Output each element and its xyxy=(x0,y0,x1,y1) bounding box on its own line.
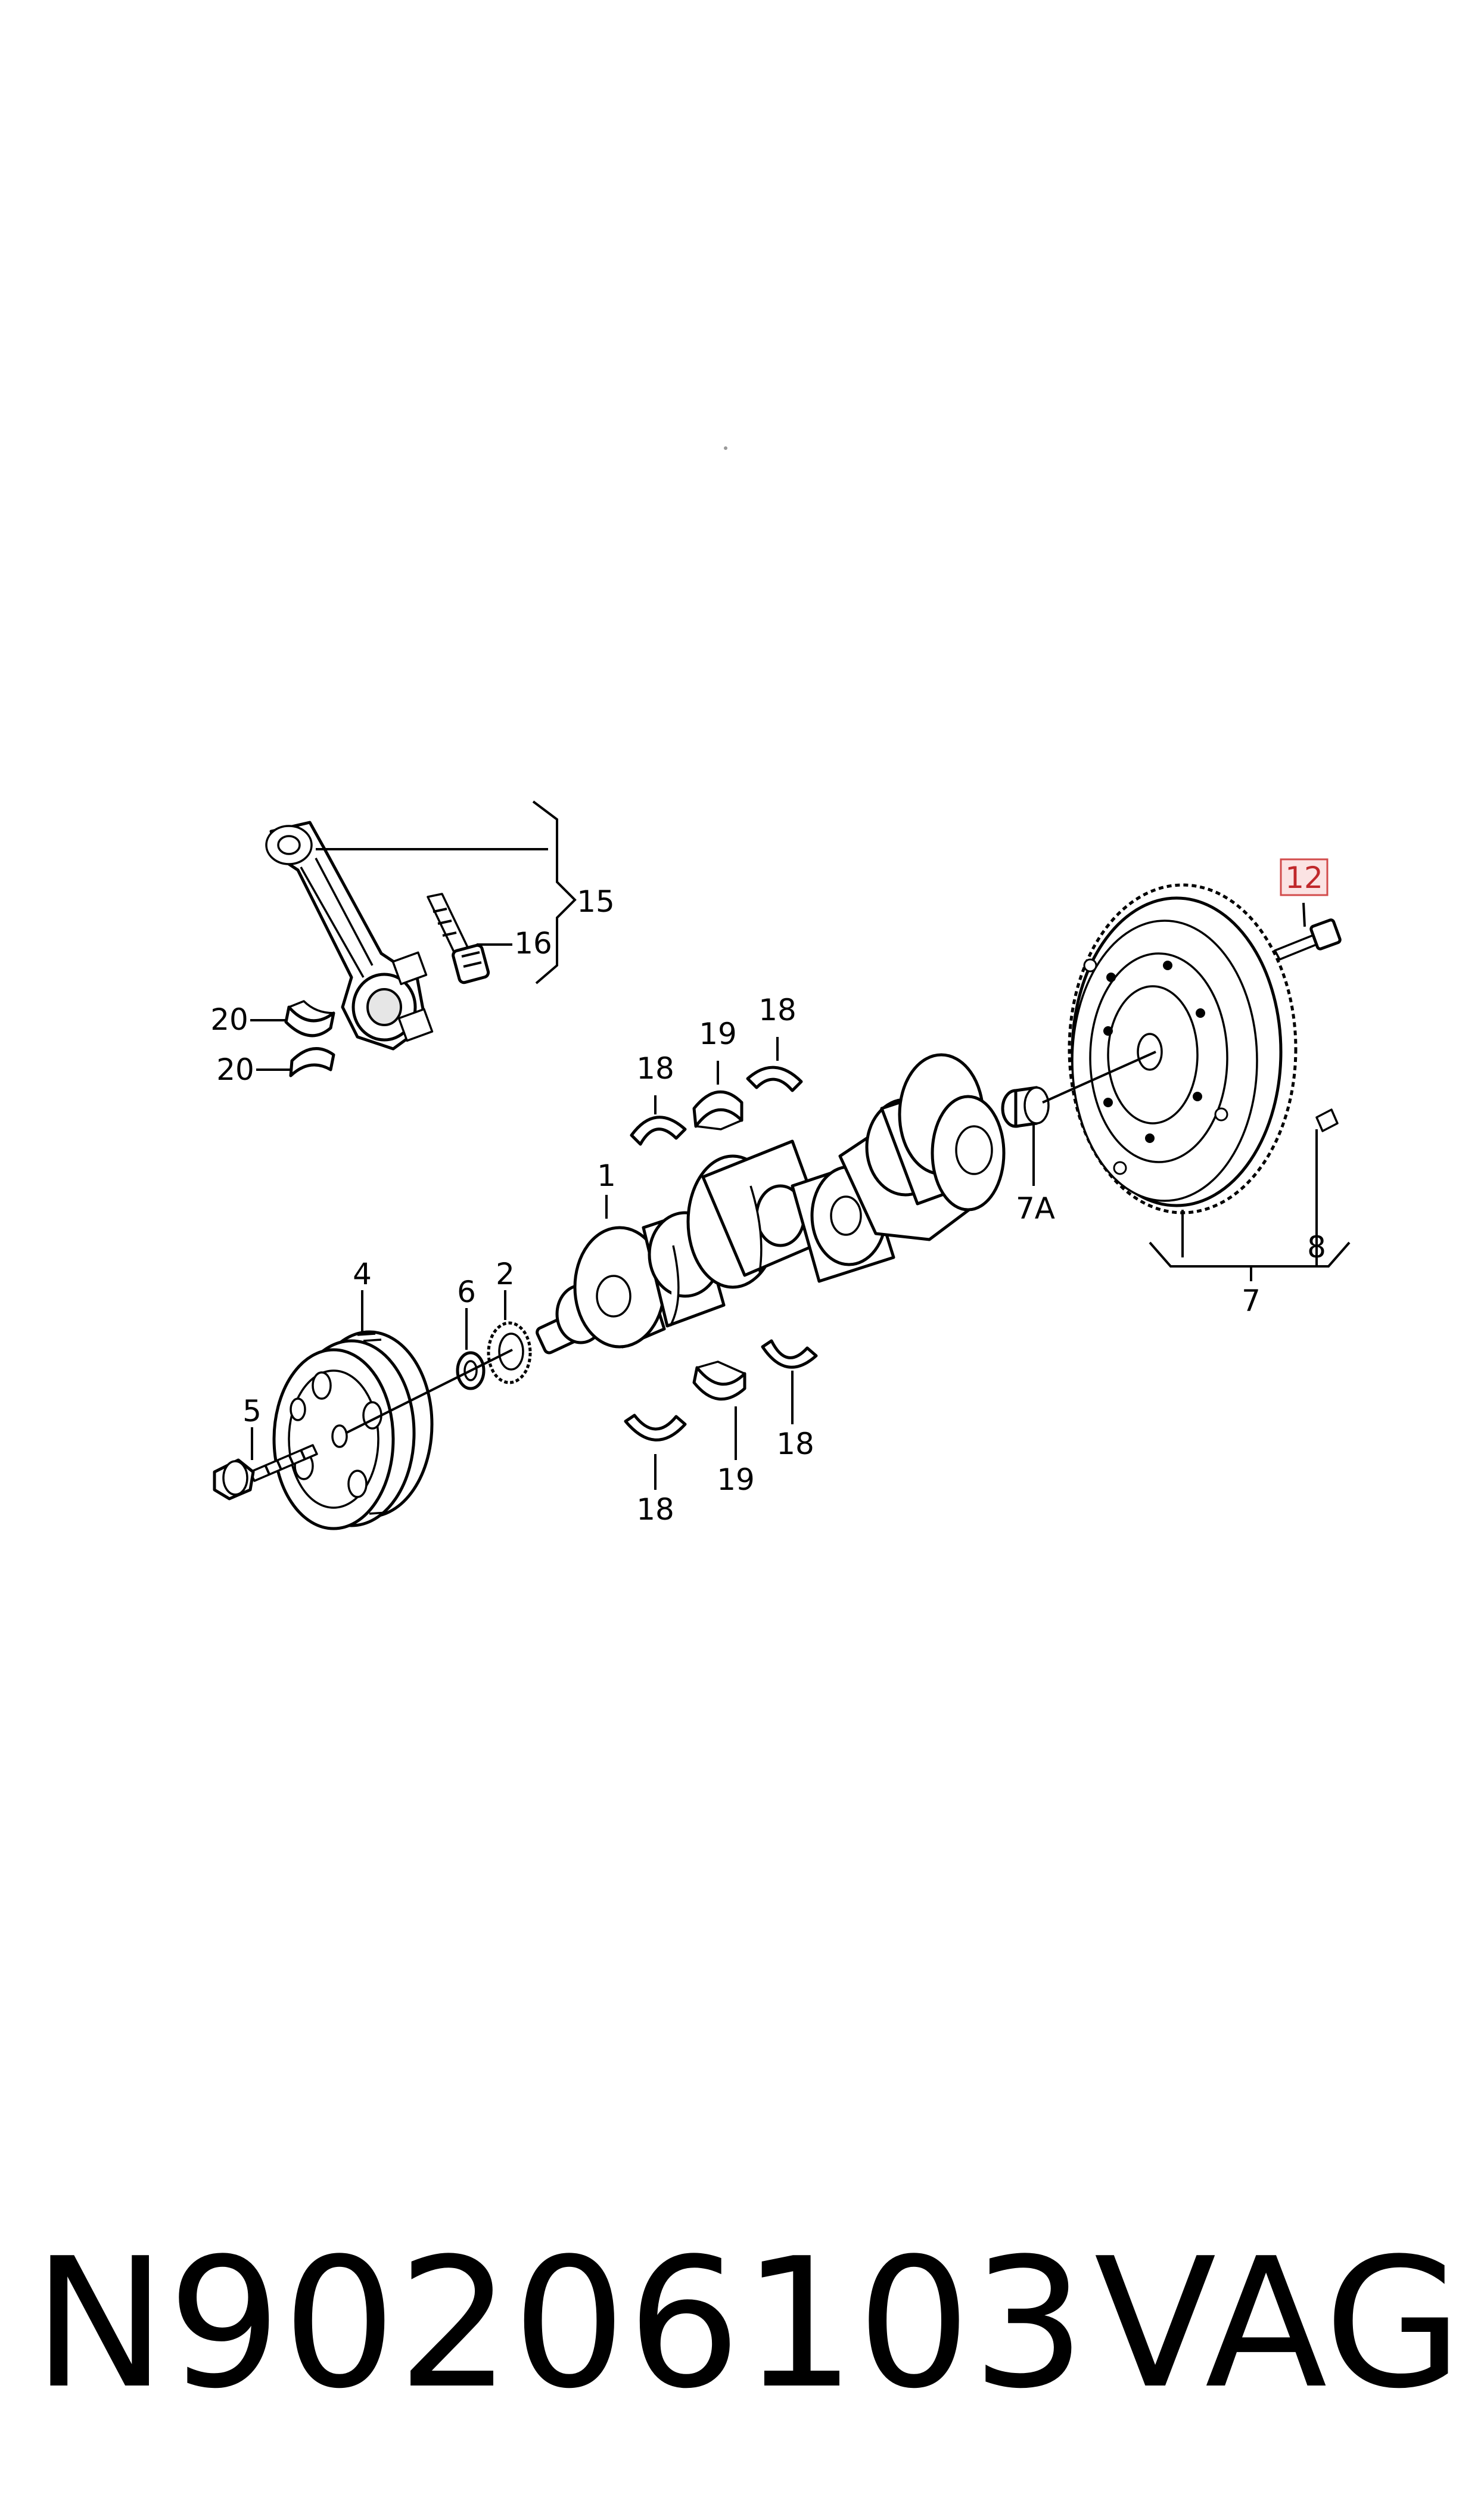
thrust-washer-lower-left-part xyxy=(624,1414,687,1442)
label-7: 7 xyxy=(1242,1284,1261,1318)
speck xyxy=(724,446,727,450)
pulley-bolt-part xyxy=(213,1444,318,1501)
label-19-lower: 19 xyxy=(717,1462,755,1497)
brand-name: VAG xyxy=(1094,2220,1463,2428)
conrod-bracket xyxy=(316,800,577,984)
label-20-lower: 20 xyxy=(216,1052,254,1087)
flywheel-part xyxy=(1068,883,1298,1215)
gear-part xyxy=(487,1321,532,1384)
conrod-bearing-upper-part xyxy=(284,1000,335,1038)
label-18-lower-right: 18 xyxy=(776,1427,814,1461)
label-12: 12 xyxy=(1285,861,1323,895)
leader-12 xyxy=(1302,902,1306,927)
thrust-washer-upper-left-part xyxy=(630,1116,687,1146)
label-18-upper-right: 18 xyxy=(758,993,797,1027)
main-bearing-upper-part xyxy=(692,1090,743,1130)
label-6: 6 xyxy=(457,1275,476,1309)
label-18-lower-left: 18 xyxy=(636,1492,674,1527)
label-4: 4 xyxy=(353,1257,372,1291)
flywheel-axis-line xyxy=(1042,1051,1156,1104)
dowel-pin-part xyxy=(1315,1108,1339,1132)
bush-part xyxy=(1001,1086,1050,1128)
label-1: 1 xyxy=(597,1158,616,1193)
label-18-upper-left: 18 xyxy=(636,1051,674,1086)
label-20-upper: 20 xyxy=(210,1002,248,1037)
pulley-axis-line xyxy=(345,1349,513,1434)
crankshaft-part xyxy=(536,1053,1006,1355)
thrust-washer-lower-right-part xyxy=(761,1339,818,1369)
label-8: 8 xyxy=(1307,1230,1326,1265)
part-number: N90206103 xyxy=(33,2220,1087,2428)
label-16: 16 xyxy=(514,926,552,961)
label-19-upper: 19 xyxy=(699,1017,737,1051)
main-bearing-lower-part xyxy=(692,1361,746,1401)
thrust-washer-upper-right-part xyxy=(746,1066,803,1092)
flywheel-bolt-part xyxy=(1274,918,1342,961)
part-footer: N90206103 VAG xyxy=(33,2229,1463,2419)
label-15: 15 xyxy=(577,884,615,919)
label-5: 5 xyxy=(242,1394,262,1428)
label-7a: 7A xyxy=(1016,1191,1055,1226)
flywheel-bracket xyxy=(1149,1210,1351,1281)
connecting-rod-part xyxy=(265,821,434,1051)
label-2: 2 xyxy=(496,1257,515,1291)
conrod-bearing-lower-part xyxy=(289,1047,335,1077)
pulley-part xyxy=(272,1330,434,1530)
highlighted-label-12: 12 xyxy=(1280,858,1329,896)
conrod-bolt-part xyxy=(427,893,490,984)
